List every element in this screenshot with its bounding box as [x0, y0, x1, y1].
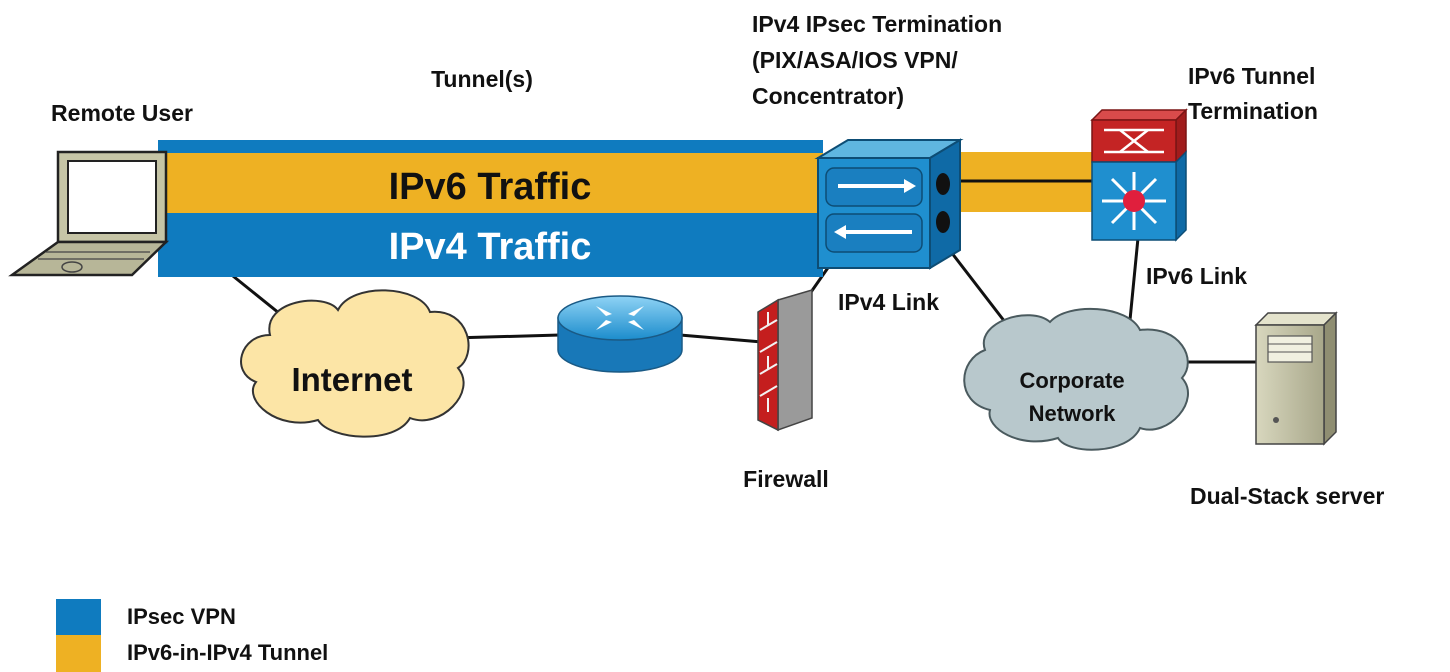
- link-internet-router: [451, 333, 561, 340]
- link-switch-corporate: [1128, 237, 1140, 321]
- internet-cloud: [240, 289, 470, 438]
- laptop-icon: [8, 150, 170, 277]
- tunnels-label: Tunnel(s): [431, 66, 533, 92]
- ipv6-termination-line2: Termination: [1188, 98, 1318, 124]
- ipv6-link-label: IPv6 Link: [1146, 263, 1247, 289]
- corporate-label-line1: Corporate: [1019, 368, 1124, 393]
- ipv6-termination-line1: IPv6 Tunnel: [1188, 63, 1315, 89]
- layer3-switch-icon: [1091, 150, 1187, 242]
- legend-label-ipsec: IPsec VPN: [127, 604, 236, 629]
- ipsec-termination-line3: Concentrator): [752, 83, 904, 109]
- dual-stack-server-label: Dual-Stack server: [1190, 483, 1384, 509]
- link-router-firewall: [679, 333, 763, 344]
- corporate-network-cloud: [963, 307, 1189, 451]
- ipv4-traffic-label: IPv4 Traffic: [389, 226, 592, 268]
- ipv6-traffic-label: IPv6 Traffic: [389, 166, 592, 208]
- remote-user-label: Remote User: [51, 100, 193, 126]
- internet-label: Internet: [291, 361, 412, 398]
- firewall-icon: [757, 288, 813, 432]
- ipsec-termination-line1: IPv4 IPsec Termination: [752, 11, 1002, 37]
- router-icon: [557, 295, 683, 373]
- legend-swatch-tunnel: [56, 635, 101, 672]
- tunnel-bars: [158, 140, 1093, 277]
- legend-swatch-ipsec: [56, 599, 101, 635]
- ipv6-tunnel-bar: [163, 153, 823, 213]
- ipsec-termination-line2: (PIX/ASA/IOS VPN/: [752, 47, 958, 73]
- server-icon: [1254, 311, 1338, 446]
- ipv6-tunnel-termination-icon: [1090, 108, 1188, 164]
- legend: IPsec VPN IPv6-in-IPv4 Tunnel: [56, 599, 328, 672]
- ipv4-link-label: IPv4 Link: [838, 289, 939, 315]
- corporate-label-line2: Network: [1029, 401, 1117, 426]
- firewall-label: Firewall: [743, 466, 829, 492]
- vpn-concentrator-icon: [814, 138, 964, 270]
- legend-label-tunnel: IPv6-in-IPv4 Tunnel: [127, 640, 328, 665]
